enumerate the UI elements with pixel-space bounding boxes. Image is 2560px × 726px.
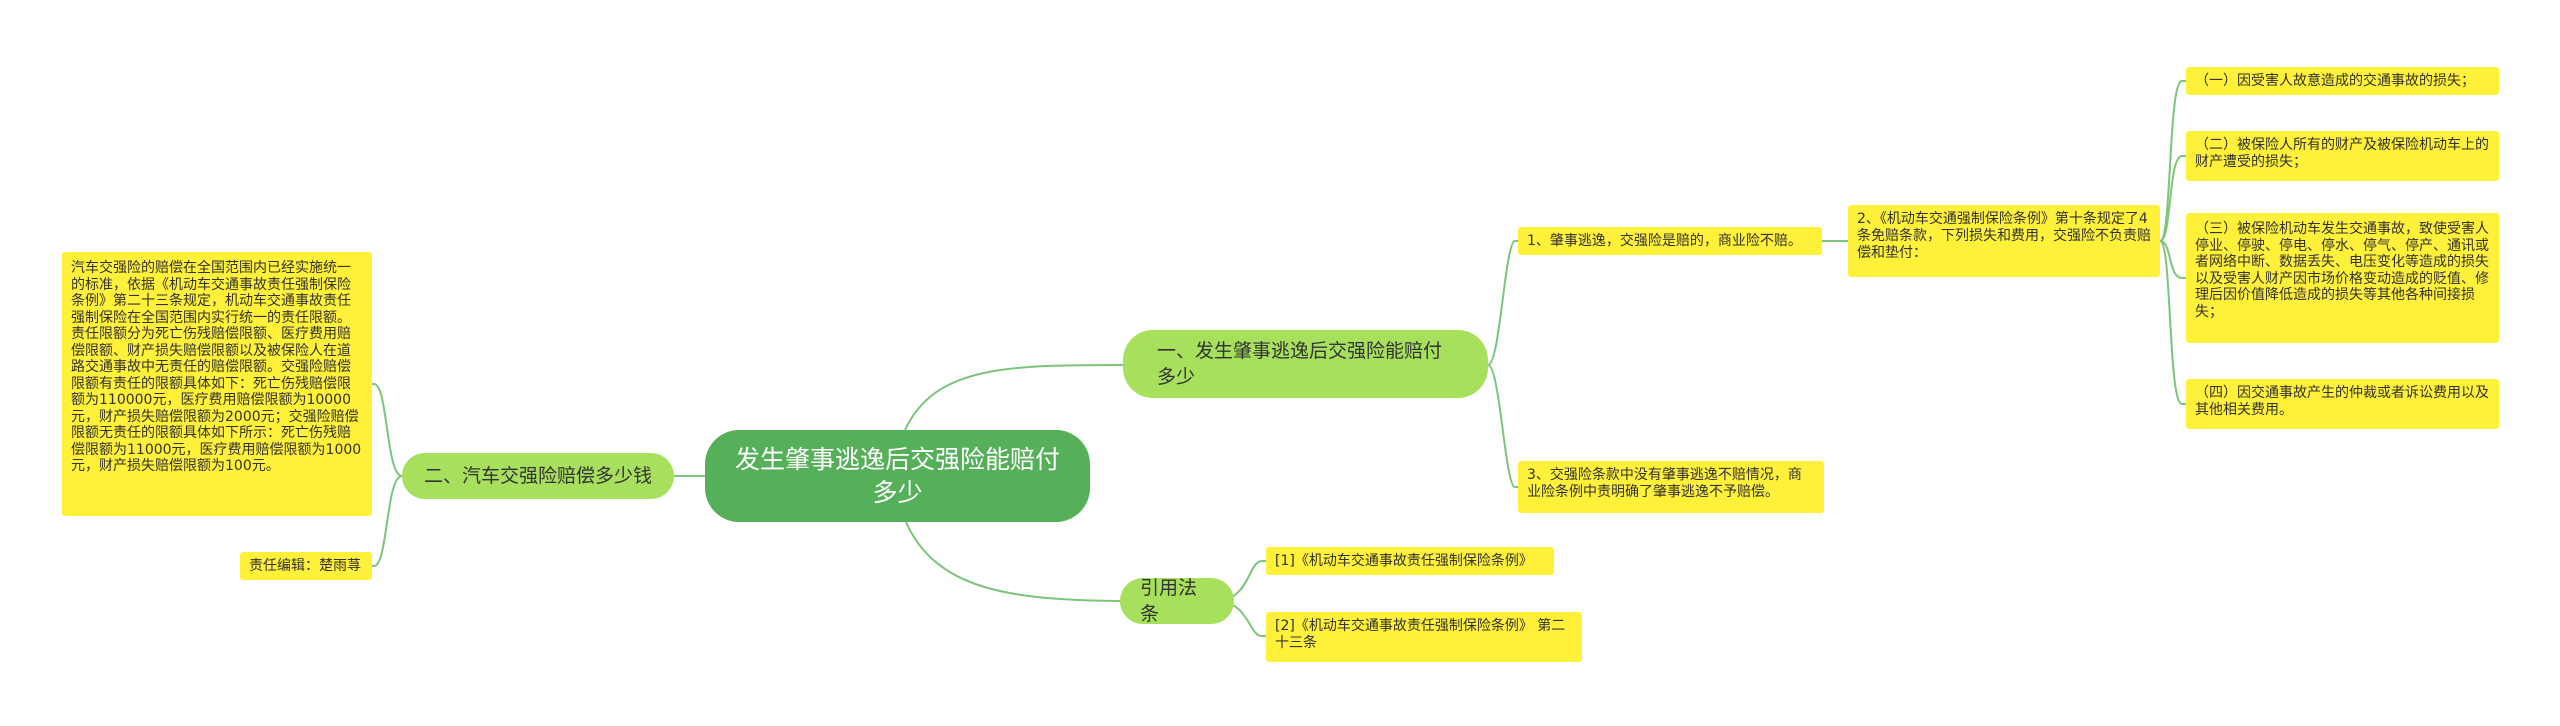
leaf-c3-text: 3、交强险条款中没有肇事逃逸不赔情况，商业险条例中责明确了肇事逃逸不予赔偿。: [1527, 467, 1802, 500]
branch-node-1[interactable]: 一、发生肇事逃逸后交强险能赔付多少: [1123, 330, 1488, 398]
leaf-i1[interactable]: （一）因受害人故意造成的交通事故的损失；: [2186, 67, 2499, 95]
edge-c2-i2: [2159, 155, 2186, 242]
root-label: 发生肇事逃逸后交强险能赔付多少: [735, 445, 1061, 507]
leaf-i2[interactable]: （二）被保险人所有的财产及被保险机动车上的财产遭受的损失；: [2186, 131, 2499, 181]
branch-node-2[interactable]: 二、汽车交强险赔偿多少钱: [402, 453, 674, 499]
edge-b1-c1: [1487, 240, 1518, 366]
leaf-r1-text: [1]《机动车交通事故责任强制保险条例》: [1275, 553, 1533, 569]
branch-label-2: 二、汽车交强险赔偿多少钱: [424, 465, 653, 487]
edge-c2-i4: [2159, 240, 2186, 405]
edge-c2-i1: [2159, 80, 2186, 242]
branch-label-1: 一、发生肇事逃逸后交强险能赔付多少: [1157, 340, 1443, 388]
leaf-c2[interactable]: 2、《机动车交通强制保险条例》第十条规定了4条免赔条款，下列损失和费用，交强险不…: [1848, 205, 2160, 277]
leaf-d1[interactable]: 汽车交强险的赔偿在全国范围内已经实施统一的标准，依据《机动车交通事故责任强制保险…: [62, 252, 372, 516]
branch-label-3: 引用法条: [1140, 577, 1198, 625]
edge-b2-d1: [372, 383, 403, 477]
leaf-i4[interactable]: （四）因交通事故产生的仲裁或者诉讼费用以及其他相关费用。: [2186, 379, 2499, 429]
root-node[interactable]: 发生肇事逃逸后交强险能赔付多少: [705, 430, 1090, 522]
leaf-c1-text: 1、肇事逃逸，交强险是赔的，商业险不赔。: [1527, 233, 1802, 249]
leaf-d2[interactable]: 责任编辑：楚雨荨: [240, 552, 372, 580]
leaf-c2-text: 2、《机动车交通强制保险条例》第十条规定了4条免赔条款，下列损失和费用，交强险不…: [1857, 211, 2151, 261]
leaf-c3[interactable]: 3、交强险条款中没有肇事逃逸不赔情况，商业险条例中责明确了肇事逃逸不予赔偿。: [1518, 461, 1824, 513]
edge-root-b1: [904, 364, 1127, 431]
leaf-i4-text: （四）因交通事故产生的仲裁或者诉讼费用以及其他相关费用。: [2195, 385, 2489, 418]
edge-b1-c3: [1487, 364, 1518, 488]
leaf-i1-text: （一）因受害人故意造成的交通事故的损失；: [2195, 73, 2475, 89]
branch-node-3[interactable]: 引用法条: [1120, 577, 1234, 625]
edge-root-b3: [904, 519, 1121, 602]
leaf-r2-text: [2]《机动车交通事故责任强制保险条例》 第二十三条: [1275, 618, 1566, 651]
leaf-d2-text: 责任编辑：楚雨荨: [249, 558, 361, 574]
edge-c2-i3: [2159, 240, 2186, 279]
leaf-i2-text: （二）被保险人所有的财产及被保险机动车上的财产遭受的损失；: [2195, 137, 2489, 170]
leaf-i3-text: （三）被保险机动车发生交通事故，致使受害人停业、停驶、停电、停水、停气、停产、通…: [2195, 221, 2489, 320]
edge-b2-d2: [372, 475, 403, 567]
leaf-c1[interactable]: 1、肇事逃逸，交强险是赔的，商业险不赔。: [1518, 227, 1822, 255]
leaf-i3[interactable]: （三）被保险机动车发生交通事故，致使受害人停业、停驶、停电、停水、停气、停产、通…: [2186, 213, 2499, 343]
leaf-d1-text: 汽车交强险的赔偿在全国范围内已经实施统一的标准，依据《机动车交通事故责任强制保险…: [71, 260, 362, 474]
leaf-r1[interactable]: [1]《机动车交通事故责任强制保险条例》: [1266, 547, 1554, 575]
leaf-r2[interactable]: [2]《机动车交通事故责任强制保险条例》 第二十三条: [1266, 612, 1582, 662]
